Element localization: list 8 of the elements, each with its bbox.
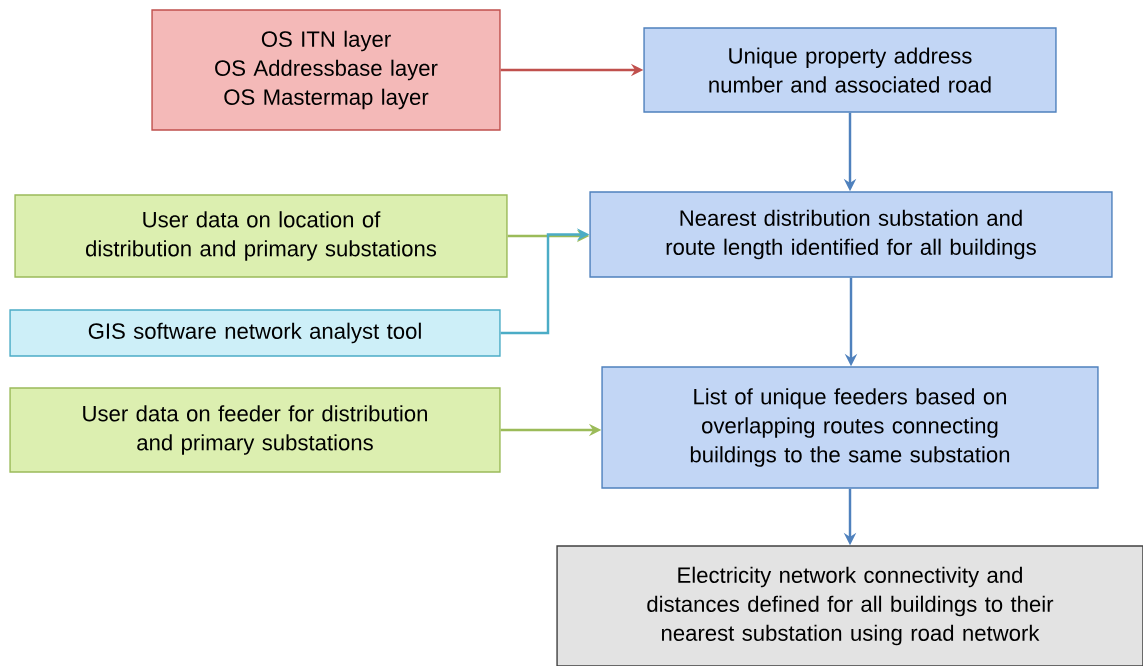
process-box: User data on location of distribution and primary substations [14, 194, 508, 278]
process-box: List of unique feeders based on overlapping routes connecting buildings to the same substation [601, 366, 1099, 489]
process-box: OS ITN layer OS Addressbase layer OS Mastermap layer [151, 9, 501, 131]
process-box: Nearest distribution substation and route length identified for all buildings [589, 191, 1113, 278]
process-box: Unique property address number and associated road [643, 27, 1057, 113]
process-box: GIS software network analyst tool [9, 309, 501, 357]
process-box: User data on feeder for distribution and primary substations [9, 387, 501, 473]
process-box: Electricity network connectivity and distances defined for all buildings to their nearest substation using road network [556, 545, 1143, 666]
